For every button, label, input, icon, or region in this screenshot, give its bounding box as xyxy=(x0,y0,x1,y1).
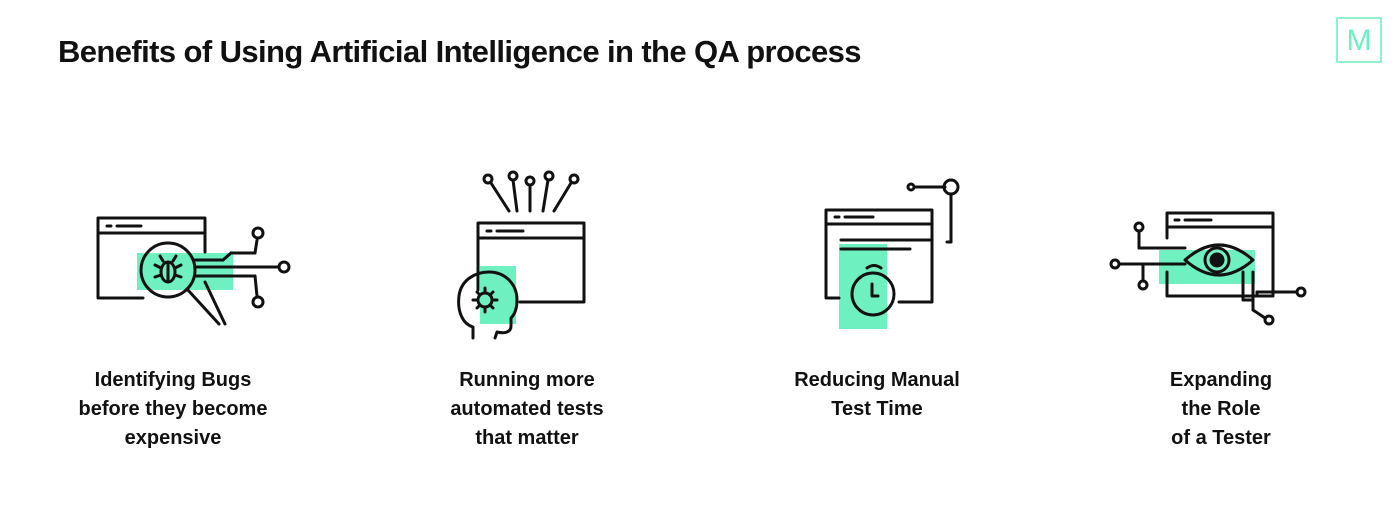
page-title: Benefits of Using Artificial Intelligenc… xyxy=(58,34,862,69)
eye-window-icon xyxy=(1109,211,1307,326)
caption-line: Running more xyxy=(459,369,595,391)
caption-line: before they become xyxy=(78,398,268,420)
caption-line: Identifying Bugs xyxy=(94,369,252,391)
caption-line: Test Time xyxy=(831,398,923,420)
benefit-caption: Expanding the Role of a Tester xyxy=(1071,366,1371,453)
ai-head-gear-icon xyxy=(457,170,586,340)
bug-magnifier-icon xyxy=(96,216,291,326)
logo-letter: M xyxy=(1347,24,1372,57)
logo-icon: M xyxy=(1336,17,1382,63)
benefit-card-manual-test-time: Reducing Manual Test Time xyxy=(727,160,1027,480)
caption-line: of a Tester xyxy=(1171,427,1271,449)
caption-line: Reducing Manual xyxy=(794,369,960,391)
caption-line: expensive xyxy=(124,427,222,449)
benefit-caption: Reducing Manual Test Time xyxy=(727,366,1027,424)
benefit-caption: Identifying Bugs before they become expe… xyxy=(23,366,323,453)
caption-line: automated tests xyxy=(450,398,604,420)
benefit-card-automated-tests: Running more automated tests that matter xyxy=(377,160,677,480)
benefit-card-tester-role: Expanding the Role of a Tester xyxy=(1071,160,1371,480)
benefit-card-identifying-bugs: Identifying Bugs before they become expe… xyxy=(23,160,323,480)
benefit-caption: Running more automated tests that matter xyxy=(377,366,677,453)
caption-line: the Role xyxy=(1181,398,1261,420)
clock-window-icon xyxy=(824,178,960,329)
caption-line: Expanding xyxy=(1169,369,1273,391)
caption-line: that matter xyxy=(475,427,579,449)
